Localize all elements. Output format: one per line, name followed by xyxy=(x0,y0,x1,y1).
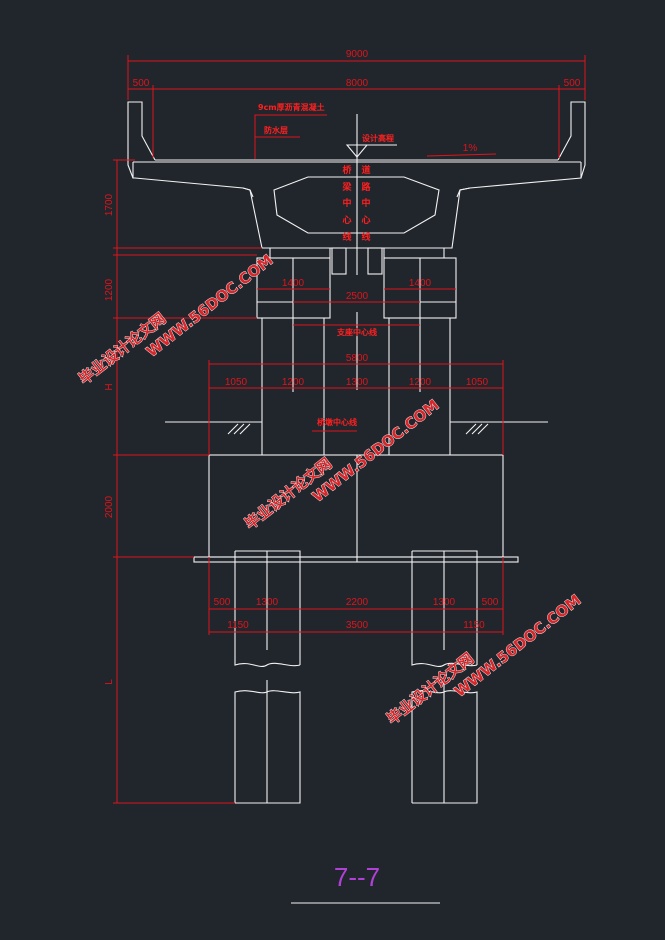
dim-vertical: L xyxy=(104,679,115,685)
watermark: 毕业设计论文网 WWW.56DOC.COM xyxy=(241,395,443,533)
dim-cap-seg: 1200 xyxy=(282,377,305,388)
svg-text:梁: 梁 xyxy=(341,181,352,193)
svg-text:道: 道 xyxy=(361,164,370,176)
svg-text:路: 路 xyxy=(361,181,371,193)
dim-parapet-right: 500 xyxy=(564,78,581,89)
dim-cap-seg: 1050 xyxy=(466,377,489,388)
svg-text:WWW.56DOC.COM: WWW.56DOC.COM xyxy=(451,591,585,701)
dim-cap-seg: 1300 xyxy=(346,377,369,388)
label-bridge-centerline: 桥 梁 中 心 线 xyxy=(341,164,352,243)
dim-pile-spacing: 1150 xyxy=(227,620,249,631)
svg-text:桥: 桥 xyxy=(342,164,352,176)
label-design-elevation: 设计高程 xyxy=(362,133,394,143)
dim-pile-seg: 1300 xyxy=(256,597,279,608)
footing xyxy=(193,454,519,563)
section-title: 7--7 xyxy=(334,862,380,892)
annotations: 9cm厚沥青混凝土 防水层 设计高程 1% 桥 梁 中 心 线 道 路 中 心 … xyxy=(254,102,497,432)
dim-vertical: 1200 xyxy=(104,278,115,301)
svg-text:心: 心 xyxy=(361,215,370,226)
dim-pile-seg: 500 xyxy=(482,597,499,608)
dim-vertical: H xyxy=(104,383,115,390)
dim-parapet-left: 500 xyxy=(133,78,150,89)
piles xyxy=(234,550,478,804)
svg-text:中: 中 xyxy=(342,197,351,209)
pier-columns xyxy=(165,318,548,455)
box-girder xyxy=(127,101,586,275)
dim-carriageway: 8000 xyxy=(346,78,369,89)
dim-pile-spacing: 1150 xyxy=(463,620,485,631)
dim-cap-seg: 1200 xyxy=(409,377,432,388)
dim-cap-width: 5800 xyxy=(346,353,369,364)
dim-cap-seg: 1050 xyxy=(225,377,248,388)
label-asphalt: 9cm厚沥青混凝土 xyxy=(258,102,325,112)
label-bearing-centerline: 支座中心线 xyxy=(336,327,377,337)
dim-bearing-spacing: 2500 xyxy=(346,291,369,302)
svg-text:线: 线 xyxy=(342,231,351,243)
dim-pile-seg: 2200 xyxy=(346,597,369,608)
label-road-centerline: 道 路 中 心 线 xyxy=(361,164,371,243)
label-pier-centerline: 桥墩中心线 xyxy=(317,417,357,427)
dim-pile-spacing: 3500 xyxy=(346,620,369,631)
svg-text:线: 线 xyxy=(361,231,370,243)
svg-text:心: 心 xyxy=(342,215,351,226)
dim-total-width: 9000 xyxy=(346,49,369,60)
svg-text:WWW.56DOC.COM: WWW.56DOC.COM xyxy=(309,396,443,506)
dimensions: 9000 8000 500 500 1400 1400 2500 5800 10… xyxy=(104,49,586,804)
svg-text:中: 中 xyxy=(361,197,370,209)
dim-pile-seg: 500 xyxy=(214,597,231,608)
label-waterproof: 防水层 xyxy=(264,125,288,135)
dim-vertical: 2000 xyxy=(104,495,115,518)
dim-bearing-right: 1400 xyxy=(409,278,432,289)
label-slope: 1% xyxy=(463,143,478,154)
dim-bearing-left: 1400 xyxy=(282,278,305,289)
dim-pile-seg: 1300 xyxy=(433,597,456,608)
dim-vertical: 1700 xyxy=(104,193,115,216)
